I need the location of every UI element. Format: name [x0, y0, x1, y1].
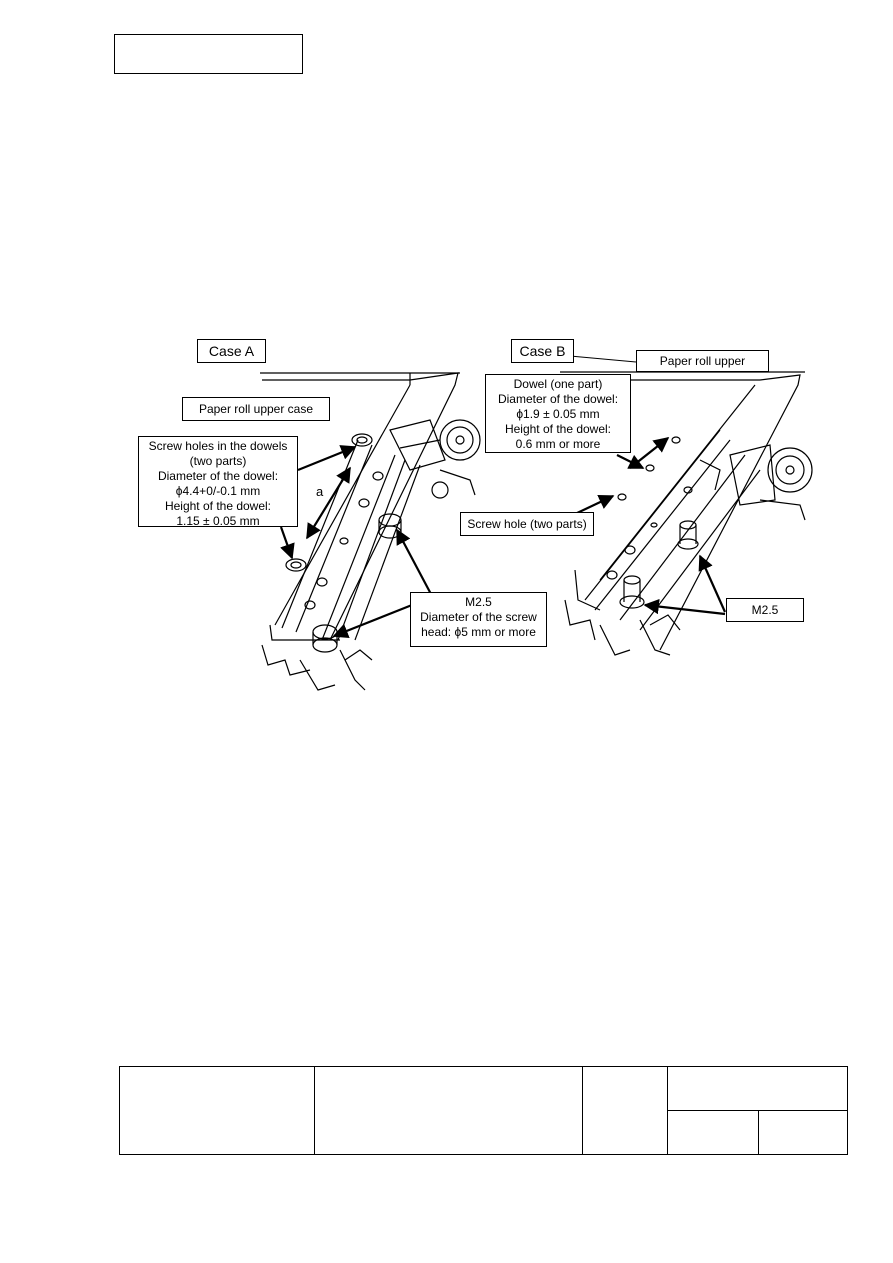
callout-line: Screw holes in the dowels [148, 439, 288, 453]
callout-line: 1.15 ± 0.05 mm [176, 514, 260, 528]
title-block-divider [314, 1067, 315, 1154]
callout-line: 0.6 mm or more [515, 437, 601, 451]
title-block-divider [582, 1067, 583, 1154]
title-block-divider [667, 1110, 847, 1111]
dimension-letter-a: a [316, 484, 324, 499]
callout-line: Height of the dowel: [504, 422, 612, 436]
callout-line: Diameter of the dowel: [157, 469, 279, 483]
screw-hole-callout: Screw hole (two parts) [460, 512, 594, 536]
callout-line: M2.5 [465, 595, 492, 609]
title-block-divider [758, 1110, 759, 1154]
case-b-title-leader [569, 355, 637, 363]
callout-line: Diameter of the screw [420, 610, 537, 624]
case-a-screw-callout: M2.5 Diameter of the screw head: ϕ5 mm o… [410, 592, 547, 647]
callout-line: Diameter of the dowel: [497, 392, 619, 406]
title-block [119, 1066, 848, 1155]
case-b-screw-callout: M2.5 [726, 598, 804, 622]
case-a-mechanism [260, 372, 481, 691]
paper-roll-upper-case-label: Paper roll upper case [182, 397, 330, 421]
dowel-callout: Dowel (one part) Diameter of the dowel: … [485, 374, 631, 453]
callout-line: ϕ4.4+0/-0.1 mm [175, 484, 261, 498]
case-a-arrows [279, 445, 433, 639]
case-b-title: Case B [511, 339, 574, 363]
case-b-arrows [574, 437, 727, 616]
case-b-mechanism [560, 371, 813, 656]
callout-line: head: ϕ5 mm or more [421, 625, 536, 639]
paper-roll-upper-label: Paper roll upper [636, 350, 769, 372]
screw-holes-dowels-callout: Screw holes in the dowels (two parts) Di… [138, 436, 298, 528]
header-box [114, 34, 303, 74]
case-a-title: Case A [197, 339, 266, 363]
callout-line: Height of the dowel: [164, 499, 272, 513]
callout-line: (two parts) [189, 454, 247, 468]
callout-line: Dowel (one part) [513, 377, 603, 391]
callout-line: ϕ1.9 ± 0.05 mm [516, 407, 600, 421]
